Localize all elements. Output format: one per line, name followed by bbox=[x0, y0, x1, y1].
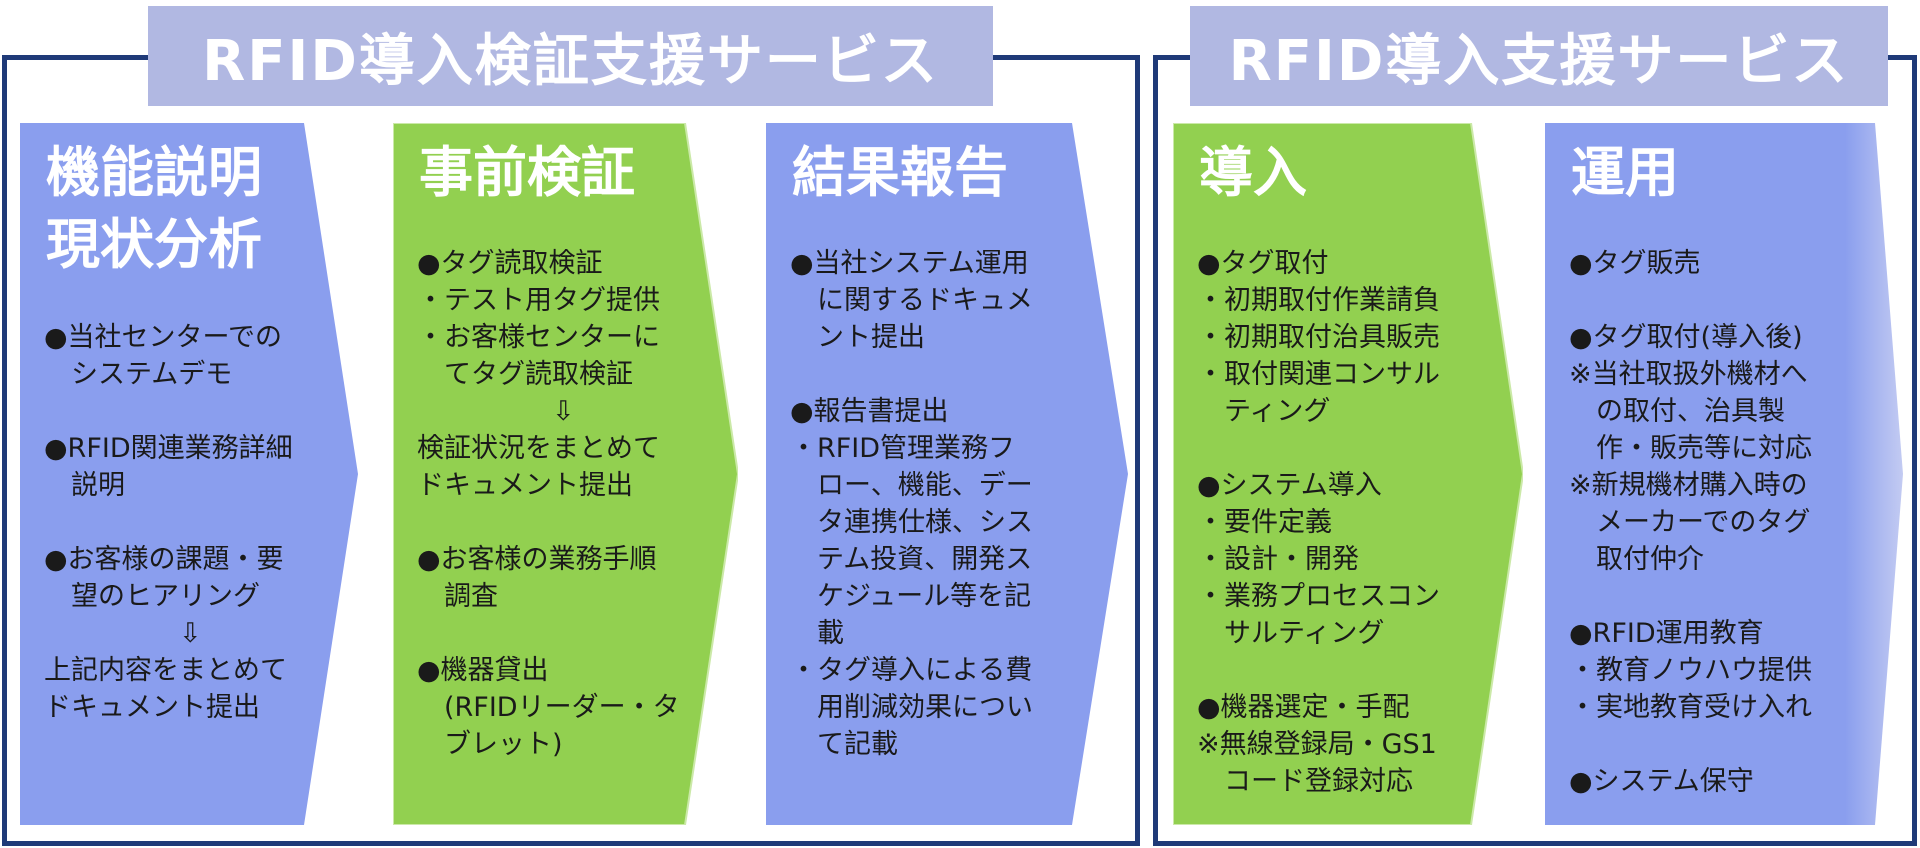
chevron-shape bbox=[766, 123, 1128, 825]
step-line: ●タグ販売 bbox=[1569, 248, 1701, 279]
step-line: ⇩ bbox=[44, 618, 202, 649]
section-title: RFID導入支援サービス bbox=[1228, 28, 1850, 94]
step-result-report: 結果報告 ●当社システム運用 に関するドキュメ ント提出 ●報告書提出・RFID管… bbox=[766, 123, 1128, 825]
step-line: て記載 bbox=[790, 729, 898, 760]
step-line: 説明 bbox=[44, 470, 125, 501]
step-line: サルティング bbox=[1197, 618, 1385, 649]
chevron-shape bbox=[393, 123, 738, 825]
step-title: 結果報告 bbox=[792, 141, 1008, 204]
step-line: メーカーでのタグ bbox=[1569, 507, 1811, 538]
step-line: ※無線登録局・GS1 bbox=[1197, 729, 1437, 760]
step-body: ●タグ販売 ●タグ取付(導入後) ※当社取扱外機材へ の取付、治具製 作・販売等に対… bbox=[1569, 245, 1853, 800]
step-line: ●システム導入 bbox=[1197, 470, 1382, 501]
step-line: ⇩ bbox=[417, 396, 575, 427]
step-function-analysis: 機能説明 現状分析 ●当社センターでの システムデモ ●RFID関連業務詳細 説明… bbox=[20, 123, 358, 825]
step-line: ドキュメント提出 bbox=[417, 470, 633, 501]
step-line: ●機器選定・手配 bbox=[1197, 692, 1410, 723]
step-line: テム投資、開発ス bbox=[790, 544, 1033, 575]
step-line: に関するドキュメ bbox=[790, 285, 1033, 316]
step-line: ティング bbox=[1197, 396, 1331, 427]
step-line: ●お客様の課題・要 bbox=[44, 544, 284, 575]
line-gap bbox=[1569, 282, 1853, 319]
line-gap bbox=[1197, 652, 1473, 689]
step-line: ・初期取付治具販売 bbox=[1197, 322, 1440, 353]
step-line: 載 bbox=[790, 618, 844, 649]
step-line: ドキュメント提出 bbox=[44, 692, 260, 723]
step-line: 作・販売等に対応 bbox=[1569, 433, 1812, 464]
step-line: ●システム保守 bbox=[1569, 766, 1754, 797]
line-gap bbox=[417, 615, 688, 652]
step-line: ●タグ取付(導入後) bbox=[1569, 322, 1803, 353]
step-line: ※新規機材購入時の bbox=[1569, 470, 1808, 501]
step-line: ・初期取付作業請負 bbox=[1197, 285, 1440, 316]
section-banner-verification: RFID導入検証支援サービス bbox=[148, 6, 993, 106]
step-line: 取付仲介 bbox=[1569, 544, 1704, 575]
step-line: ロー、機能、デー bbox=[790, 470, 1033, 501]
step-line: 調査 bbox=[417, 581, 498, 612]
step-title: 事前検証 bbox=[419, 141, 635, 204]
step-operation: 運用 ●タグ販売 ●タグ取付(導入後) ※当社取扱外機材へ の取付、治具製 作・販売… bbox=[1545, 123, 1903, 825]
step-line: (RFIDリーダー・タ bbox=[417, 692, 680, 723]
step-line: ※当社取扱外機材へ bbox=[1569, 359, 1808, 390]
step-title: 導入 bbox=[1199, 141, 1307, 204]
step-line: 用削減効果につい bbox=[790, 692, 1033, 723]
step-line: ・要件定義 bbox=[1197, 507, 1332, 538]
step-line: の取付、治具製 bbox=[1569, 396, 1785, 427]
step-body: ●当社センターでの システムデモ●RFID関連業務詳細 説明●お客様の課題・要 … bbox=[44, 319, 308, 726]
step-body: ●タグ取付・初期取付作業請負・初期取付治具販売・取付関連コンサル ティング ●シス… bbox=[1197, 245, 1473, 800]
step-line: ・取付関連コンサル bbox=[1197, 359, 1440, 390]
step-line: ●RFID関連業務詳細 bbox=[44, 433, 293, 464]
step-introduction: 導入 ●タグ取付・初期取付作業請負・初期取付治具販売・取付関連コンサル ティング… bbox=[1173, 123, 1523, 825]
step-line: ●タグ取付 bbox=[1197, 248, 1329, 279]
step-line: ・タグ導入による費 bbox=[790, 655, 1033, 686]
section-banner-introduction: RFID導入支援サービス bbox=[1190, 6, 1888, 106]
step-line: ●RFID運用教育 bbox=[1569, 618, 1764, 649]
step-body: ●タグ読取検証・テスト用タグ提供・お客様センターに てタグ読取検証 ⇩ 検証状況を… bbox=[417, 245, 688, 763]
step-line: 検証状況をまとめて bbox=[417, 433, 660, 464]
section-title: RFID導入検証支援サービス bbox=[202, 28, 939, 94]
line-gap bbox=[1197, 430, 1473, 467]
chevron-shape bbox=[20, 123, 358, 825]
step-pre-verification: 事前検証 ●タグ読取検証・テスト用タグ提供・お客様センターに てタグ読取検証 ⇩… bbox=[393, 123, 738, 825]
step-line: ●当社システム運用 bbox=[790, 248, 1029, 279]
step-body: ●当社システム運用 に関するドキュメ ント提出●報告書提出・RFID管理業務フ … bbox=[790, 245, 1078, 763]
step-line: タ連携仕様、シス bbox=[790, 507, 1033, 538]
step-line: ・設計・開発 bbox=[1197, 544, 1359, 575]
step-line: 上記内容をまとめて bbox=[44, 655, 287, 686]
step-line: ●タグ読取検証 bbox=[417, 248, 603, 279]
step-line: ・実地教育受け入れ bbox=[1569, 692, 1812, 723]
step-title: 運用 bbox=[1571, 141, 1679, 204]
step-line: ●お客様の業務手順 bbox=[417, 544, 657, 575]
step-line: ・教育ノウハウ提供 bbox=[1569, 655, 1812, 686]
step-line: ●機器貸出 bbox=[417, 655, 549, 686]
step-line: 望のヒアリング bbox=[44, 581, 260, 612]
step-line: ・テスト用タグ提供 bbox=[417, 285, 660, 316]
step-line: てタグ読取検証 bbox=[417, 359, 633, 390]
step-line: ケジュール等を記 bbox=[790, 581, 1032, 612]
line-gap bbox=[44, 393, 308, 430]
step-line: ・業務プロセスコン bbox=[1197, 581, 1440, 612]
step-line: ・お客様センターに bbox=[417, 322, 660, 353]
step-line: ●当社センターでの bbox=[44, 322, 282, 353]
step-line: コード登録対応 bbox=[1197, 766, 1413, 797]
chevron-shape bbox=[1545, 123, 1903, 825]
step-line: ント提出 bbox=[790, 322, 925, 353]
step-title: 機能説明 現状分析 bbox=[46, 141, 262, 276]
line-gap bbox=[1569, 726, 1853, 763]
line-gap bbox=[417, 504, 688, 541]
line-gap bbox=[1569, 578, 1853, 615]
line-gap bbox=[790, 356, 1078, 393]
line-gap bbox=[44, 504, 308, 541]
step-line: ブレット) bbox=[417, 729, 563, 760]
step-line: システムデモ bbox=[44, 359, 233, 390]
chevron-shape bbox=[1173, 123, 1523, 825]
step-line: ●報告書提出 bbox=[790, 396, 949, 427]
step-line: ・RFID管理業務フ bbox=[790, 433, 1016, 464]
